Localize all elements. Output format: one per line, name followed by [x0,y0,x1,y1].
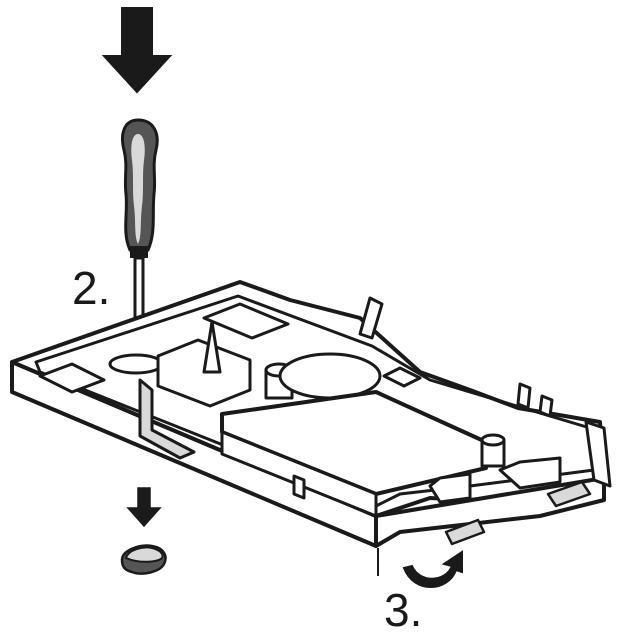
top-down-arrow-icon [101,7,173,94]
rotate-arrow-icon [402,550,463,588]
step-label-2: 2. [72,262,110,314]
screwdriver-icon [121,118,159,364]
step-label-3: 3. [384,584,422,636]
small-down-arrow-icon [126,487,162,528]
removed-cap [120,544,167,575]
cassette-tray [10,280,612,548]
